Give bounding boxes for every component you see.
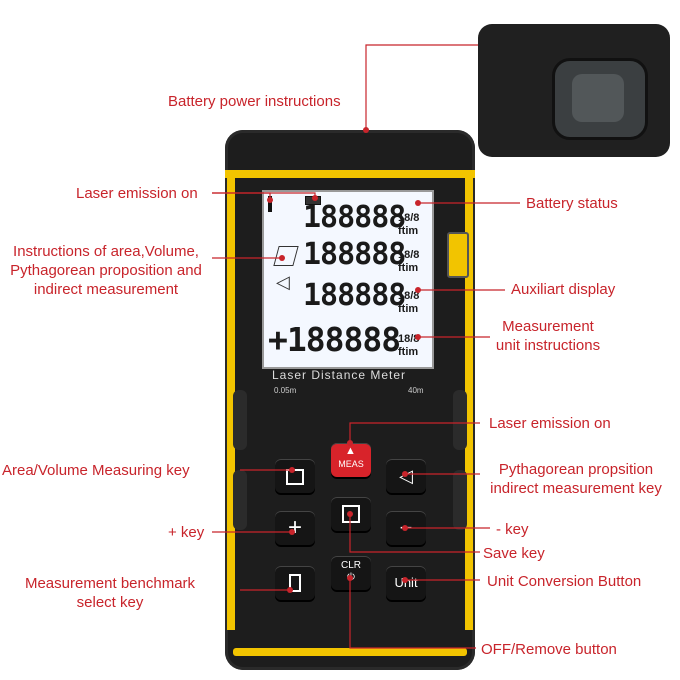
screen-row-4-units: ftim bbox=[398, 346, 419, 358]
top-yellow-band bbox=[225, 170, 475, 178]
callout-battery-status: Battery status bbox=[526, 195, 618, 212]
callout-laser-emission-key: Laser emission on bbox=[489, 415, 611, 432]
callout-minus-key: - key bbox=[496, 521, 529, 538]
screen-row-4-fraction: 18/8 bbox=[398, 333, 420, 345]
lcd-screen bbox=[262, 190, 434, 369]
bubble-level bbox=[447, 232, 469, 278]
clr-power-button[interactable]: CLR ⏻ bbox=[331, 556, 371, 590]
callout-battery-power: Battery power instructions bbox=[168, 93, 341, 110]
screen-row-2-units: ftim bbox=[398, 262, 419, 274]
left-grip bbox=[233, 390, 247, 450]
screen-row-3-fraction: 18/8 bbox=[398, 290, 420, 302]
laser-warning-icon: ▲ bbox=[345, 445, 356, 457]
screen-row-1-fraction: 18/8 bbox=[398, 212, 420, 224]
screen-row-1-units: ftim bbox=[398, 225, 419, 237]
benchmark-icon bbox=[289, 574, 301, 592]
callout-unit-conversion: Unit Conversion Button bbox=[487, 573, 642, 590]
callout-area-instructions: Instructions of area,Volume, Pythagorean… bbox=[10, 243, 202, 298]
range-min: 0.05m bbox=[274, 386, 297, 395]
callout-save-key: Save key bbox=[483, 545, 545, 562]
area-volume-button[interactable] bbox=[275, 459, 315, 493]
left-yellow-stripe bbox=[227, 175, 235, 630]
left-grip bbox=[233, 470, 247, 530]
right-grip bbox=[453, 470, 467, 530]
screen-row-1-digits: 188888 bbox=[303, 200, 406, 235]
screen-row-3-digits: 188888 bbox=[303, 278, 406, 313]
right-yellow-stripe bbox=[465, 175, 473, 630]
screen-row-2-digits: 188888 bbox=[303, 237, 406, 272]
screen-row-4-digits: +188888 bbox=[268, 320, 401, 359]
clr-label: CLR bbox=[340, 560, 361, 571]
pythagorean-icon: ◁ bbox=[276, 272, 290, 292]
callout-plus-key: + key bbox=[168, 524, 205, 541]
meas-button[interactable]: ▲ MEAS bbox=[331, 443, 371, 477]
bottom-yellow-stripe bbox=[233, 648, 467, 656]
meas-label: MEAS bbox=[338, 459, 364, 469]
right-grip bbox=[453, 390, 467, 450]
benchmark-button[interactable] bbox=[275, 566, 315, 600]
save-icon bbox=[342, 505, 360, 523]
callout-benchmark-key: Measurement benchmark select key bbox=[24, 575, 196, 611]
callout-unit-instructions: Measurement unit instructions bbox=[495, 318, 601, 354]
callout-auxiliary-display: Auxiliart display bbox=[511, 281, 616, 298]
laser-icon bbox=[268, 196, 272, 212]
callout-area-volume-key: Area/Volume Measuring key bbox=[2, 462, 190, 479]
screen-row-2-fraction: 18/8 bbox=[398, 249, 420, 261]
callout-pythagorean-key: Pythagorean propsition indirect measurem… bbox=[490, 461, 662, 497]
range-max: 40m bbox=[408, 386, 424, 395]
callout-laser-emission-top: Laser emission on bbox=[76, 185, 198, 202]
laser-lens-inner bbox=[572, 74, 624, 122]
callout-off-remove: OFF/Remove button bbox=[481, 641, 617, 658]
screen-row-3-units: ftim bbox=[398, 303, 419, 315]
product-name: Laser Distance Meter bbox=[272, 368, 407, 382]
